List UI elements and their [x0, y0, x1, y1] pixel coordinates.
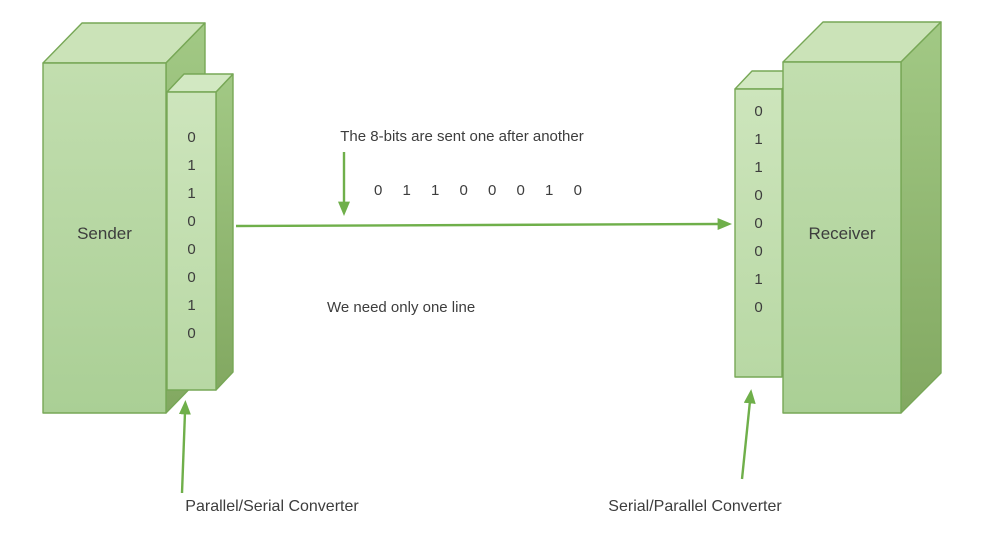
sender-converter-front-face — [166, 91, 217, 391]
sender-bit: 0 — [187, 129, 196, 146]
sender-bit: 0 — [187, 213, 196, 230]
sender-bit: 1 — [187, 297, 196, 314]
parallel-serial-pointer-arrow — [178, 400, 191, 494]
receiver-bit: 1 — [754, 159, 763, 176]
sender-bit: 0 — [187, 241, 196, 258]
receiver-bit: 1 — [754, 131, 763, 148]
receiver-bit: 1 — [754, 271, 763, 288]
serial-line-arrow — [235, 218, 732, 231]
receiver-bits-column: 0 1 1 0 0 0 1 0 — [735, 98, 782, 322]
sender-label: Sender — [77, 224, 132, 243]
serial-bits-row: 0 1 1 0 0 0 1 0 — [374, 182, 582, 199]
serial-parallel-pointer-arrow — [740, 389, 756, 480]
receiver-converter-front-face — [734, 88, 783, 378]
sender-bit: 1 — [187, 185, 196, 202]
sender-bit: 0 — [187, 269, 196, 286]
receiver-bit: 0 — [754, 187, 763, 204]
serial-parallel-converter-label: Serial/Parallel Converter — [608, 498, 782, 515]
sender-bits-column: 0 1 1 0 0 0 1 0 — [167, 124, 216, 348]
receiver-bit: 0 — [754, 215, 763, 232]
sender-bit: 1 — [187, 157, 196, 174]
channel-caption: The 8-bits are sent one after another — [340, 128, 584, 145]
channel-note: We need only one line — [327, 299, 476, 316]
sender-bit: 0 — [187, 325, 196, 342]
parallel-serial-converter-label: Parallel/Serial Converter — [185, 498, 359, 515]
receiver-bit: 0 — [754, 243, 763, 260]
receiver-box-front-face — [782, 61, 902, 414]
receiver-bit: 0 — [754, 103, 763, 120]
receiver-bit: 0 — [754, 299, 763, 316]
sender-converter-side-face — [215, 73, 234, 391]
receiver-box-side-face — [900, 21, 942, 414]
receiver-label: Receiver — [808, 224, 876, 243]
sender-box-front-face — [42, 62, 167, 414]
